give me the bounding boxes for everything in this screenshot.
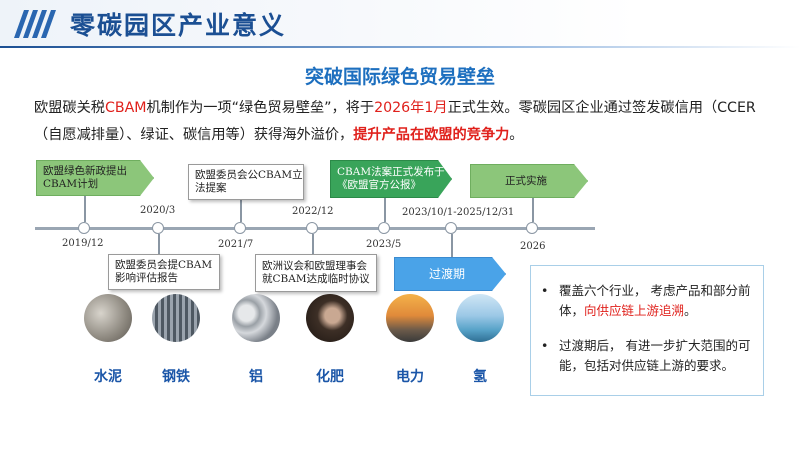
para-cbam: CBAM xyxy=(104,100,147,116)
event-flag-2023-5: CBAM法案正式发布于《欧盟官方公报》 xyxy=(330,160,452,198)
event-flag-2026: 正式实施 xyxy=(470,164,588,198)
connector xyxy=(158,234,160,256)
bullet-1-highlight: 向供应链上游追溯 xyxy=(584,303,685,318)
para-date: 2026年1月 xyxy=(374,100,448,116)
event-flag-2021: 欧盟委员会公CBAM立法提案 xyxy=(188,164,304,200)
intro-paragraph: 欧盟碳关税CBAM机制作为一项“绿色贸易壁垒”，将于2026年1月正式生效。零碳… xyxy=(34,95,779,149)
stripes-logo-icon xyxy=(14,10,56,38)
event-flag-transition: 过渡期 xyxy=(394,257,506,291)
event-flag-2022: 欧洲议会和欧盟理事会就CBAM达成临时协议 xyxy=(255,254,377,292)
para-text-3: 正式生效。零碳园区企业通过签发碳信用（CCER（自愿减排量）、绿证、碳信用等）获… xyxy=(34,100,756,143)
date-label: 2022/12 xyxy=(292,206,334,217)
industry-label-steel: 钢铁 xyxy=(162,369,190,385)
steel-image xyxy=(152,294,200,342)
industry-label-aluminum: 铝 xyxy=(249,369,263,385)
industry-label-cement: 水泥 xyxy=(94,369,122,385)
event-flag-2020: 欧盟委员会提CBAM影响评估报告 xyxy=(108,254,220,290)
para-highlight: 提升产品在欧盟的竞争力 xyxy=(353,127,510,143)
para-text-2: 机制作为一项“绿色贸易壁垒”，将于 xyxy=(146,100,375,116)
industry-label-hydrogen: 氢 xyxy=(473,369,487,385)
industry-label-power: 电力 xyxy=(396,369,424,385)
date-label: 2026 xyxy=(520,241,546,252)
date-label: 2023/5 xyxy=(366,239,402,250)
bullet-1-text: 覆盖六个行业， 考虑产品和部分前体， xyxy=(559,283,751,318)
para-text-1: 欧盟碳关税 xyxy=(34,100,105,116)
info-bullet-1: 覆盖六个行业， 考虑产品和部分前体，向供应链上游追溯。 xyxy=(559,281,759,321)
hydrogen-image xyxy=(456,294,504,342)
connector xyxy=(312,234,314,256)
connector xyxy=(84,196,86,222)
timeline-node xyxy=(234,222,246,234)
connector xyxy=(384,198,386,222)
cement-image xyxy=(84,294,132,342)
timeline-node xyxy=(445,222,457,234)
timeline-node xyxy=(152,222,164,234)
timeline-node xyxy=(78,222,90,234)
date-label: 2019/12 xyxy=(62,238,104,249)
section-title: 突破国际绿色贸易壁垒 xyxy=(304,66,495,88)
connector xyxy=(532,196,534,222)
timeline-node xyxy=(378,222,390,234)
bullet-mark: • xyxy=(541,283,549,298)
bullet-1-end: 。 xyxy=(684,303,697,318)
aluminum-image xyxy=(232,294,280,342)
date-label: 2020/3 xyxy=(140,205,176,216)
page-title: 零碳园区产业意义 xyxy=(70,11,287,40)
timeline-node xyxy=(306,222,318,234)
timeline-node xyxy=(526,222,538,234)
date-label: 2021/7 xyxy=(218,239,254,250)
header-divider xyxy=(0,46,800,48)
power-image xyxy=(386,294,434,342)
para-text-4: 。 xyxy=(509,127,524,143)
date-label: 2023/10/1-2025/12/31 xyxy=(402,207,515,218)
info-bullet-2: 过渡期后， 有进一步扩大范围的可能，包括对供应链上游的要求。 xyxy=(559,338,751,373)
industry-label-fertilizer: 化肥 xyxy=(316,369,344,385)
info-box: • 覆盖六个行业， 考虑产品和部分前体，向供应链上游追溯。 • 过渡期后， 有进… xyxy=(530,265,764,396)
connector xyxy=(240,199,242,222)
connector xyxy=(451,234,453,258)
fertilizer-image xyxy=(306,294,354,342)
event-flag-2019: 欧盟绿色新政提出CBAM计划 xyxy=(36,160,154,196)
bullet-mark: • xyxy=(541,338,549,353)
header-banner xyxy=(0,0,800,48)
